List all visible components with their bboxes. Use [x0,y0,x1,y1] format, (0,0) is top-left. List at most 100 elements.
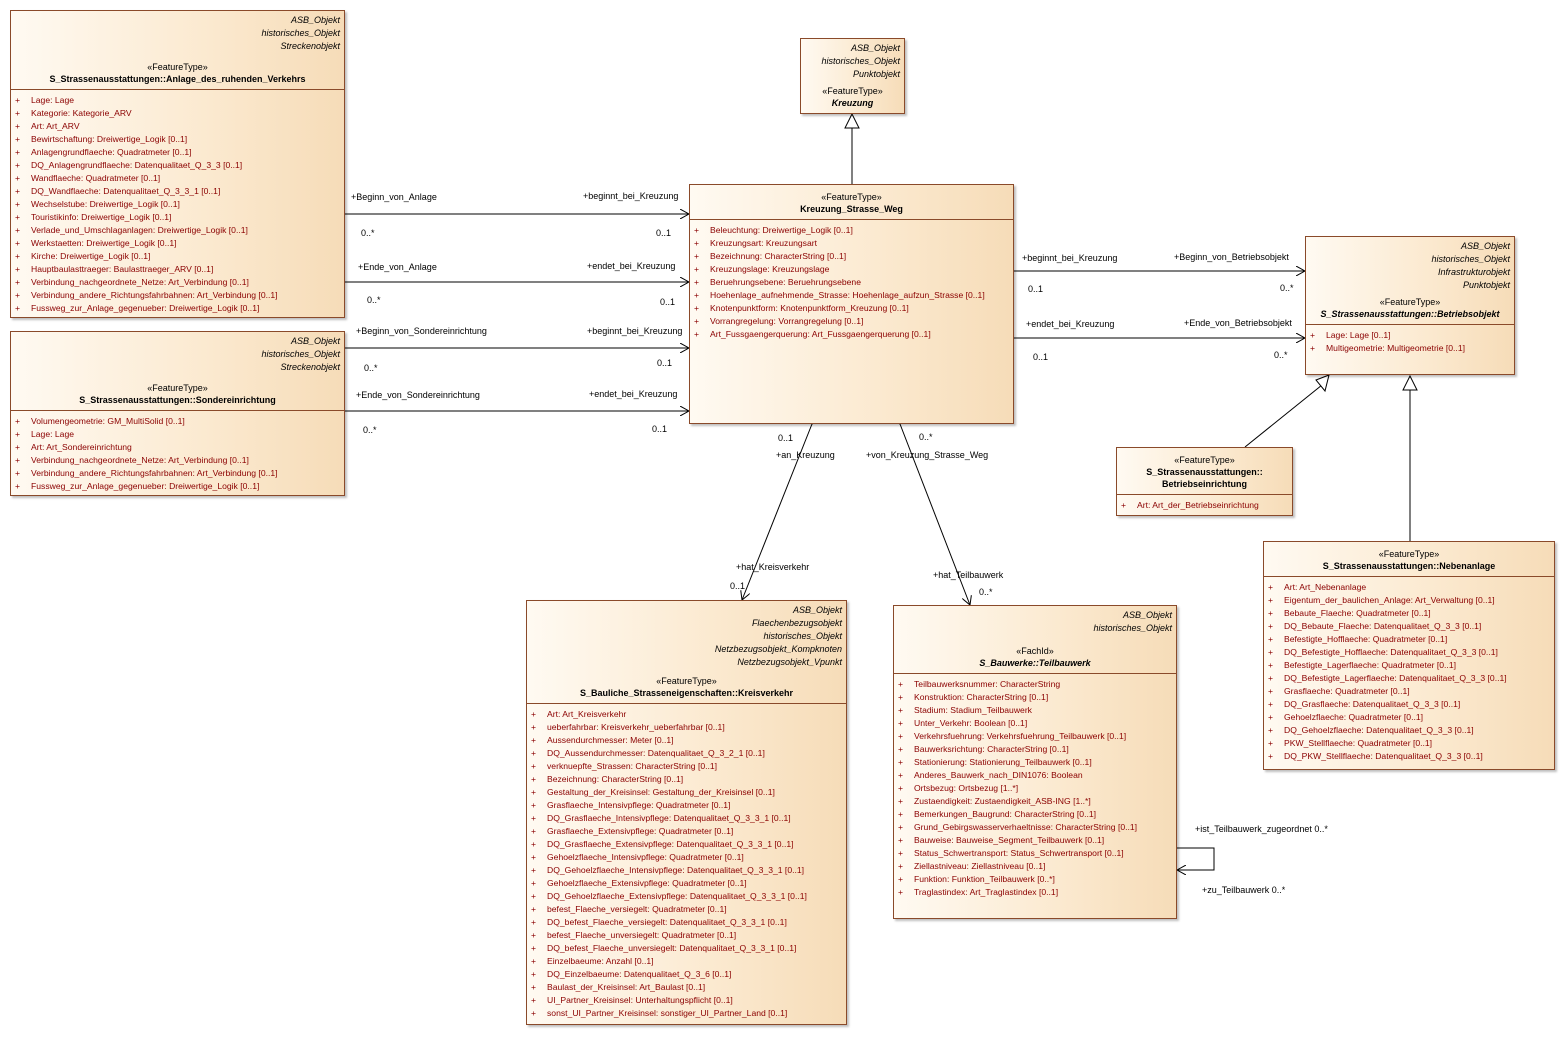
attribute-text: Zustaendigkeit: Zustaendigkeit_ASB-ING [… [914,796,1091,806]
visibility-public: + [15,251,21,261]
attribute-text: Bauweise: Bauweise_Segment_Teilbauwerk [… [914,835,1105,845]
stereotype: historisches_Objekt [261,349,340,359]
role-label: +Ende_von_Betriebsobjekt [1184,318,1292,328]
visibility-public: + [531,774,537,784]
attribute: +Aussendurchmesser: Meter [0..1] [531,734,842,747]
attribute-text: Art: Art_Kreisverkehr [547,709,627,719]
class-betriebseinrichtung[interactable]: «FeatureType» S_Strassenausstattungen:: … [1116,447,1293,516]
attribute-list: +Volumengeometrie: GM_MultiSolid [0..1]+… [11,411,344,495]
multiplicity-label: 0..1 [657,358,673,368]
generalization-head-betriebseinrichtung [1315,374,1330,393]
attribute: +DQ_Bebaute_Flaeche: Datenqualitaet_Q_3_… [1268,620,1550,633]
attribute-text: Kirche: Dreiwertige_Logik [0..1] [31,251,151,261]
class-sondereinrichtung[interactable]: ASB_Objekt historisches_Objekt Streckeno… [10,331,345,496]
class-anlage-des-ruhenden-verkehrs[interactable]: ASB_Objekt historisches_Objekt Streckeno… [10,10,345,318]
visibility-public: + [898,731,904,741]
visibility-public: + [531,969,537,979]
attribute-list: +Art: Art_der_Betriebseinrichtung [1117,495,1292,514]
attribute: +Vorrangregelung: Vorrangregelung [0..1] [694,315,1009,328]
visibility-public: + [694,303,700,313]
attribute: +Fussweg_zur_Anlage_gegenueber: Dreiwert… [15,480,340,493]
attribute-text: Gestaltung_der_Kreisinsel: Gestaltung_de… [547,787,775,797]
attribute: +Fussweg_zur_Anlage_gegenueber: Dreiwert… [15,302,340,315]
attribute-text: DQ_Anlagengrundflaeche: Datenqualitaet_Q… [31,160,243,170]
visibility-public: + [694,316,700,326]
visibility-public: + [15,212,21,222]
attribute-text: befest_Flaeche_unversiegelt: Quadratmete… [547,930,737,940]
attribute: +Grasflaeche_Extensivpflege: Quadratmete… [531,825,842,838]
visibility-public: + [15,186,21,196]
attribute-text: Lage: Lage [31,429,75,439]
visibility-public: + [531,722,537,732]
class-name: Kreuzung [831,98,874,108]
visibility-public: + [1268,699,1274,709]
attribute: +Gehoelzflaeche_Intensivpflege: Quadratm… [531,851,842,864]
attribute: +Kategorie: Kategorie_ARV [15,107,340,120]
class-kreisverkehr[interactable]: ASB_Objekt Flaechenbezugsobjekt historis… [526,600,847,1025]
class-header: «FeatureType» S_Strassenausstattungen::N… [1264,542,1554,577]
visibility-public: + [1268,647,1274,657]
attribute-text: ueberfahrbar: Kreisverkehr_ueberfahrbar … [547,722,725,732]
class-betriebsobjekt[interactable]: ASB_Objekt historisches_Objekt Infrastru… [1305,236,1515,375]
visibility-public: + [15,147,21,157]
attribute-text: Touristikinfo: Dreiwertige_Logik [0..1] [31,212,172,222]
class-name: S_Bauliche_Strasseneigenschaften::Kreisv… [579,688,794,698]
attribute-text: Kreuzungslage: Kreuzungslage [710,264,830,274]
class-kreuzung[interactable]: ASB_Objekt historisches_Objekt Punktobje… [800,38,905,114]
visibility-public: + [898,887,904,897]
attribute-text: Ortsbezug: Ortsbezug [1..*] [914,783,1019,793]
attribute: +Art: Art_Sondereinrichtung [15,441,340,454]
attribute: +Grasflaeche: Quadratmeter [0..1] [1268,685,1550,698]
attribute-text: verknuepfte_Strassen: CharacterString [0… [547,761,718,771]
attribute-text: Fussweg_zur_Anlage_gegenueber: Dreiwerti… [31,303,260,313]
visibility-public: + [898,861,904,871]
role-label: +Ende_von_Sondereinrichtung [356,390,480,400]
attribute-text: Baulast_der_Kreisinsel: Art_Baulast [0..… [547,982,706,992]
attribute: +Gehoelzflaeche: Quadratmeter [0..1] [1268,711,1550,724]
attribute-text: DQ_befest_Flaeche_unversiegelt: Datenqua… [547,943,797,953]
attribute: +DQ_Gehoelzflaeche_Intensivpflege: Daten… [531,864,842,877]
visibility-public: + [15,442,21,452]
attribute: +PKW_Stellflaeche: Quadratmeter [0..1] [1268,737,1550,750]
visibility-public: + [1121,500,1127,510]
attribute: +Lage: Lage [15,428,340,441]
attribute-text: Gehoelzflaeche_Extensivpflege: Quadratme… [547,878,747,888]
attribute: +Beruehrungsebene: Beruehrungsebene [694,276,1009,289]
attribute-text: Art_Fussgaengerquerung: Art_Fussgaengerq… [710,329,931,339]
attribute-text: Verbindung_andere_Richtungsfahrbahnen: A… [31,290,278,300]
attribute-text: DQ_befest_Flaeche_versiegelt: Datenquali… [547,917,787,927]
attribute-text: Bebaute_Flaeche: Quadratmeter [0..1] [1284,608,1431,618]
attribute: +Verbindung_nachgeordnete_Netze: Art_Ver… [15,454,340,467]
stereotype: historisches_Objekt [821,56,900,66]
attribute: +DQ_befest_Flaeche_versiegelt: Datenqual… [531,916,842,929]
attribute-text: Beruehrungsebene: Beruehrungsebene [710,277,861,287]
attribute: +Kreuzungsart: Kreuzungsart [694,237,1009,250]
role-label: +beginnt_bei_Kreuzung [1022,253,1118,263]
visibility-public: + [898,809,904,819]
role-label: +an_Kreuzung [776,450,835,460]
class-teilbauwerk[interactable]: ASB_Objekt historisches_Objekt «FachId» … [893,605,1177,919]
class-kind: «FeatureType» [1378,549,1440,559]
stereotype: ASB_Objekt [290,336,340,346]
multiplicity-label: 0..1 [1033,352,1049,362]
visibility-public: + [531,943,537,953]
attribute: +Traglastindex: Art_Traglastindex [0..1] [898,886,1172,899]
generalization-head-kreuzung [844,112,860,129]
attribute: +Bewirtschaftung: Dreiwertige_Logik [0..… [15,133,340,146]
generalization-betriebseinrichtung [1244,384,1323,448]
attribute-text: Bemerkungen_Baugrund: CharacterString [0… [914,809,1097,819]
attribute: +Ziellastniveau: Ziellastniveau [0..1] [898,860,1172,873]
class-nebenanlage[interactable]: «FeatureType» S_Strassenausstattungen::N… [1263,541,1555,770]
attribute: +DQ_Grasflaeche_Extensivpflege: Datenqua… [531,838,842,851]
multiplicity-label: 0..* [919,432,933,442]
attribute-text: Anderes_Bauwerk_nach_DIN1076: Boolean [914,770,1083,780]
attribute-text: Werkstaetten: Dreiwertige_Logik [0..1] [31,238,177,248]
attribute-text: Kategorie: Kategorie_ARV [31,108,132,118]
class-kreuzung-strasse-weg[interactable]: «FeatureType» Kreuzung_Strasse_Weg +Bele… [689,184,1014,424]
visibility-public: + [898,705,904,715]
visibility-public: + [694,251,700,261]
attribute: +Verbindung_andere_Richtungsfahrbahnen: … [15,289,340,302]
multiplicity-label: 0..* [1274,350,1288,360]
attribute: +Verbindung_nachgeordnete_Netze: Art_Ver… [15,276,340,289]
role-label: +Beginn_von_Betriebsobjekt [1174,252,1289,262]
